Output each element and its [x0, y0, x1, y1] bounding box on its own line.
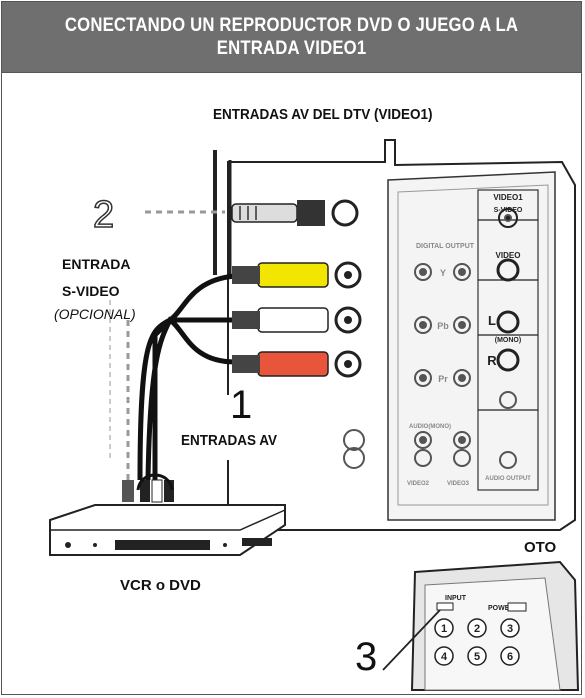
title-line-2: ENTRADA VIDEO1 [216, 38, 367, 59]
video-plug [232, 261, 362, 289]
svg-text:DIGITAL OUTPUT: DIGITAL OUTPUT [416, 243, 475, 250]
svg-text:VIDEO2: VIDEO2 [407, 481, 430, 487]
panel-labels: VIDEO1 S-VIDEO VIDEO L (MONO) R DIGITAL … [407, 193, 531, 487]
page-title: CONECTANDO UN REPRODUCTOR DVD O JUEGO A … [44, 14, 540, 60]
header-bar: CONECTANDO UN REPRODUCTOR DVD O JUEGO A … [2, 2, 581, 73]
step-2-number: 2 [92, 194, 115, 236]
svg-text:AUDIO(MONO): AUDIO(MONO) [409, 424, 451, 430]
device-label: VCR o DVD [120, 577, 201, 594]
svg-text:INPUT: INPUT [445, 595, 467, 602]
step3-pointer [382, 609, 441, 671]
svg-text:Pr: Pr [438, 374, 448, 384]
svg-text:1: 1 [441, 623, 447, 635]
tv-back-panel: VIDEO1 S-VIDEO VIDEO L (MONO) R DIGITAL … [213, 139, 576, 531]
svg-text:L: L [488, 313, 496, 328]
svg-text:5: 5 [474, 651, 480, 663]
panel-jacks [343, 208, 520, 469]
title-line-1: CONECTANDO UN REPRODUCTOR DVD O JUEGO A … [64, 15, 519, 36]
svg-text:4: 4 [441, 651, 448, 663]
svg-text:6: 6 [507, 651, 513, 663]
dvd-player [49, 504, 286, 556]
device-plugs [122, 473, 174, 503]
svg-text:AUDIO OUTPUT: AUDIO OUTPUT [485, 476, 531, 482]
label-backdrop [178, 395, 318, 460]
svg-text:VIDEO1: VIDEO1 [493, 193, 523, 202]
svg-text:Y: Y [440, 268, 446, 278]
svg-text:VIDEO3: VIDEO3 [447, 481, 470, 487]
av-inputs-label: ENTRADAS AV [181, 432, 278, 449]
svg-text:POWER: POWER [488, 605, 514, 612]
remote-control: INPUT POWER 1 2 3 4 5 6 [410, 560, 580, 691]
svg-text:Pb: Pb [437, 321, 449, 331]
svg-text:R: R [487, 353, 497, 368]
svg-text:S-VIDEO: S-VIDEO [494, 207, 523, 214]
svideo-label-line-2: S-VIDEO [62, 283, 120, 299]
svideo-cable [126, 199, 359, 480]
remote-heading-partial: OTO [524, 539, 557, 556]
svg-text:3: 3 [507, 623, 513, 635]
svg-text:VIDEO: VIDEO [496, 251, 521, 260]
av-cables [109, 273, 236, 481]
step-3-number: 3 [355, 635, 378, 679]
audio-right-plug [232, 350, 362, 378]
dtv-inputs-label: ENTRADAS AV DEL DTV (VIDEO1) [213, 106, 433, 123]
svg-text:2: 2 [474, 623, 480, 635]
audio-left-plug [232, 306, 362, 334]
svg-text:(MONO): (MONO) [495, 337, 521, 344]
svideo-label-line-1: ENTRADA [62, 256, 131, 272]
step-1-number: 1 [230, 383, 253, 427]
svideo-label-line-3: (OPCIONAL) [54, 306, 136, 322]
